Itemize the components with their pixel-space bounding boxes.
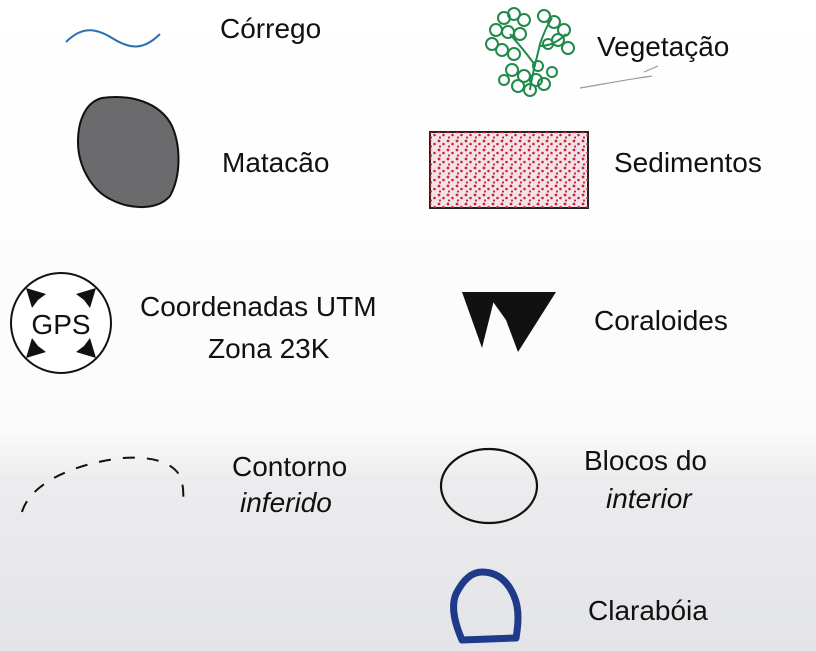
label-coraloides: Coraloides [594, 305, 728, 336]
sediment-symbol [429, 131, 589, 209]
label-coordenadas-line1: Coordenadas UTM [140, 291, 377, 322]
label-sedimentos: Sedimentos [614, 147, 762, 178]
interior-block-symbol [439, 447, 539, 525]
label-blocos-line2: interior [606, 483, 692, 514]
stream-symbol [65, 29, 161, 48]
label-contorno-line2: inferido [240, 487, 332, 518]
arrow-nw-icon [26, 288, 46, 308]
label-vegetacao: Vegetação [597, 31, 730, 62]
arrow-sw-icon [26, 338, 46, 358]
arrow-se-icon [76, 338, 96, 358]
label-coordenadas-line2: Zona 23K [208, 333, 330, 364]
label-claraboia: Clarabóia [588, 595, 708, 626]
vegetation-symbol [485, 7, 659, 97]
coraloid-symbol [462, 292, 556, 352]
boulder-symbol [76, 96, 180, 209]
label-blocos-line1: Blocos do [584, 445, 707, 476]
dashed-contour-symbol [21, 456, 185, 513]
gps-symbol: GPS [10, 272, 112, 374]
arrow-ne-icon [76, 288, 96, 308]
gps-text: GPS [31, 309, 90, 340]
skylight-symbol [450, 568, 522, 644]
label-matacao: Matacão [222, 147, 330, 178]
label-corrego: Córrego [220, 13, 322, 44]
label-contorno-line1: Contorno [232, 451, 348, 482]
